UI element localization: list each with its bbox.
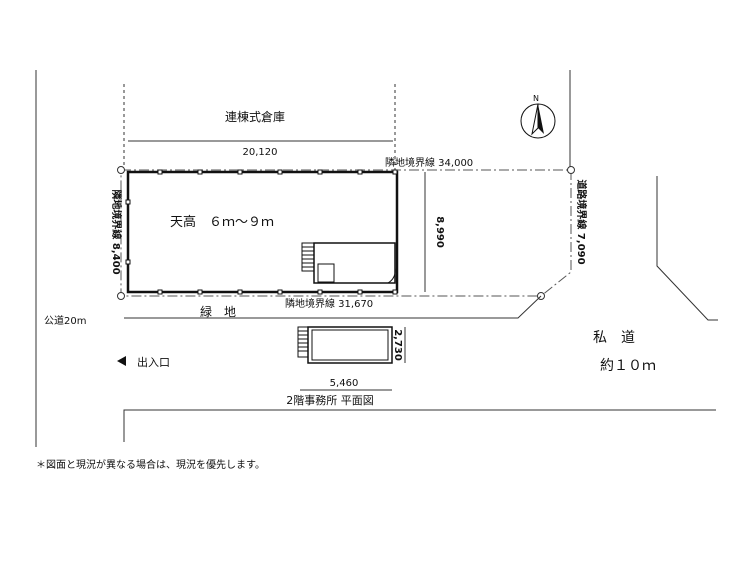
road-boundary-label: 道路境界線 7,090 bbox=[575, 179, 588, 264]
staircase-upper bbox=[297, 326, 309, 358]
boundary-marker bbox=[567, 166, 575, 174]
green-strip-edge bbox=[124, 295, 542, 319]
office-width-label: 5,460 bbox=[330, 378, 359, 389]
office-block-ground bbox=[313, 242, 396, 284]
boundary-north-label: 隣地境界線 34,000 bbox=[385, 156, 473, 169]
private-road-edge-bottom bbox=[123, 409, 716, 442]
warehouse-building bbox=[126, 170, 399, 294]
north-label: N bbox=[533, 94, 539, 103]
boundary-left-label: 隣地境界線 8,400 bbox=[110, 189, 123, 274]
column-markers bbox=[125, 169, 398, 295]
boundary-marker bbox=[117, 166, 125, 174]
office-upper-inner bbox=[311, 329, 389, 361]
dimension-depth-right: 8,990 bbox=[434, 216, 445, 248]
private-road-corner bbox=[656, 176, 718, 321]
north-arrow-icon: N bbox=[520, 94, 556, 139]
footnote: ＊図面と現況が異なる場合は、現況を優先します。 bbox=[36, 458, 265, 471]
office-block-upper bbox=[307, 326, 393, 364]
green-strip-label: 緑 地 bbox=[200, 304, 236, 319]
office-plan-caption: 2階事務所 平面図 bbox=[286, 393, 374, 407]
boundary-marker bbox=[117, 292, 125, 300]
private-road-label: 私 道 bbox=[593, 330, 635, 346]
private-road-width-label: 約１０ｍ bbox=[600, 358, 656, 374]
public-road-label: 公道20m bbox=[44, 314, 86, 327]
office-block-inner bbox=[317, 263, 335, 283]
office-depth-label: 2,730 bbox=[392, 329, 403, 361]
site-boundary bbox=[120, 169, 572, 297]
boundary-south-label: 隣地境界線 31,670 bbox=[285, 297, 373, 310]
staircase-ground bbox=[301, 242, 315, 272]
dimension-width-top: 20,120 bbox=[243, 147, 278, 158]
door-swing bbox=[387, 267, 396, 284]
ceiling-height-label: 天高 ６ｍ～９ｍ bbox=[170, 214, 274, 230]
triangle-left-icon bbox=[117, 356, 126, 366]
entrance-label: 出入口 bbox=[137, 355, 170, 369]
warehouse-label: 連棟式倉庫 bbox=[225, 109, 285, 124]
